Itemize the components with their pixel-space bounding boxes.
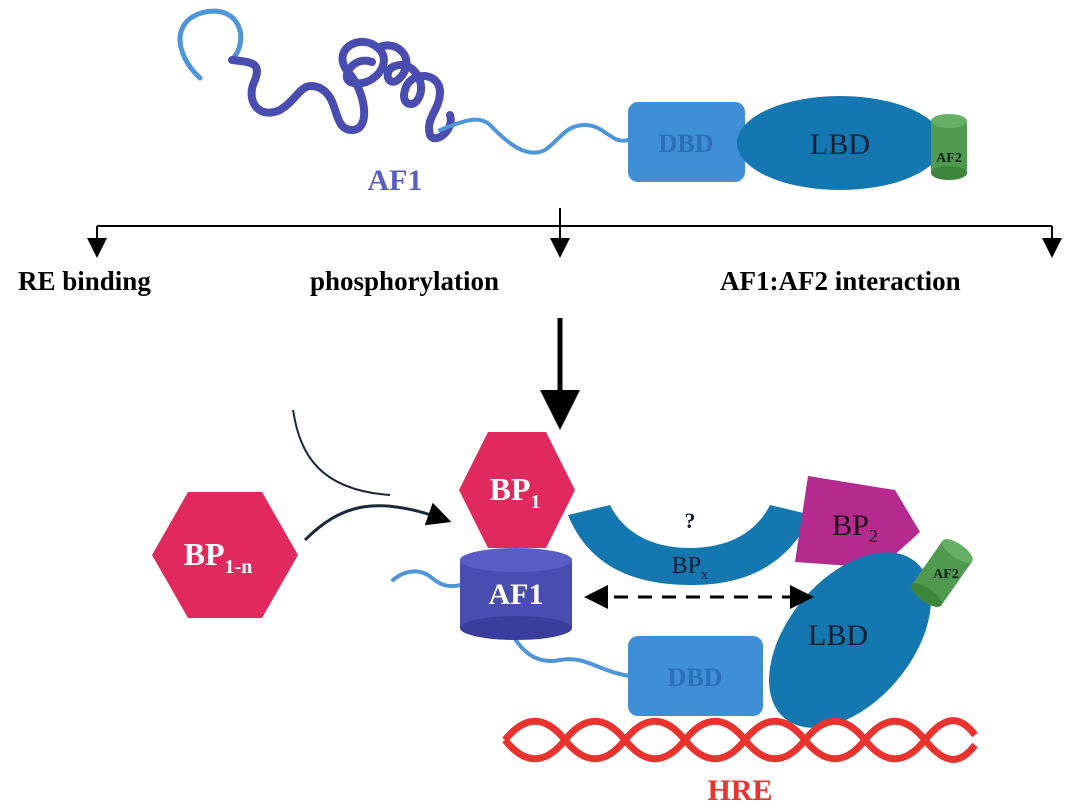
af1-domain-squiggle xyxy=(228,37,455,143)
af2-cylinder-top xyxy=(931,114,967,180)
hre-label: HRE xyxy=(707,774,772,807)
af1-disordered-tail xyxy=(177,8,244,81)
af2-label-bottom: AF2 xyxy=(933,567,959,582)
af1-tail-bottom xyxy=(391,569,462,589)
outcome-phosphorylation: phosphorylation xyxy=(310,266,499,296)
hinge-linker-top xyxy=(438,117,630,155)
bp2-label: BP2 xyxy=(832,509,878,546)
bp1-label: BP1 xyxy=(490,471,541,513)
recruitment-arrow xyxy=(303,502,452,542)
af2-cylinder-bottom xyxy=(911,539,973,607)
dbd-label-bottom: DBD xyxy=(668,663,723,692)
bp1-hexagon xyxy=(459,432,575,548)
lbd-label-bottom: LBD xyxy=(808,619,868,652)
bp2-pentagon xyxy=(795,476,920,568)
af1-label-top: AF1 xyxy=(368,164,423,197)
af1-cylinder-bottom xyxy=(460,548,572,640)
af1-label-bottom: AF1 xyxy=(489,578,544,611)
bpx-label: BPx xyxy=(672,553,709,583)
dbd-domain-bottom xyxy=(628,636,763,716)
bp-1n-hexagon xyxy=(152,492,298,618)
bp-1n-label: BP1-n xyxy=(184,536,253,578)
hre-dna-helix xyxy=(502,717,978,763)
outcome-re-binding: RE binding xyxy=(18,266,151,296)
outcome-af-interaction: AF1:AF2 interaction xyxy=(720,266,961,296)
dbd-domain-top xyxy=(628,102,745,182)
lbd-domain-top xyxy=(737,96,943,190)
dbd-label-top: DBD xyxy=(659,129,714,158)
af2-label-top: AF2 xyxy=(936,151,962,166)
hinge-linker-bottom xyxy=(508,628,632,678)
bpx-crescent xyxy=(568,505,812,585)
outcome-branch-lines xyxy=(87,208,1062,258)
recruitment-curve-top xyxy=(292,409,391,496)
bpx-question-mark: ? xyxy=(685,508,696,533)
lbd-label-top: LBD xyxy=(810,128,870,161)
